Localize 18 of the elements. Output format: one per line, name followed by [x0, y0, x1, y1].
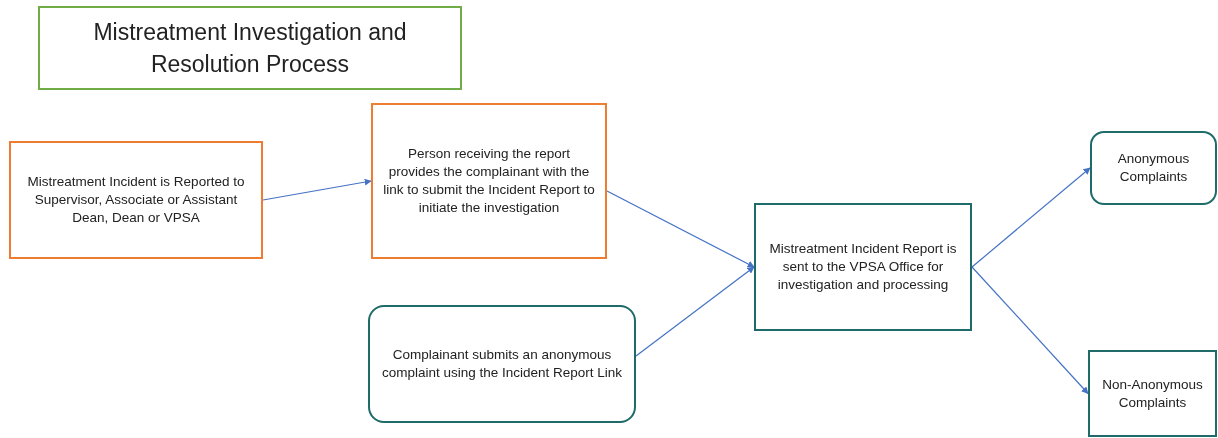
node-text: Non-Anonymous Complaints — [1101, 375, 1204, 412]
node-text: Anonymous Complaints — [1116, 150, 1191, 186]
process-box — [371, 103, 607, 259]
rounded-box — [1090, 131, 1217, 205]
node-text: Mistreatment Incident is Reported to Supervisor, Associate or Assistant Dean, Dean or VPSA — [26, 173, 246, 227]
process-box — [1088, 350, 1217, 437]
node-text: Person receiving the report provides the complainant with the link to submit the Incident Report to initiate the investigation — [382, 145, 596, 217]
node-text: Mistreatment Incident Report is sent to the VPSA Office for investigation and processing — [768, 240, 958, 294]
title-box: Mistreatment Investigation and Resolution Process — [38, 6, 462, 90]
process-box — [9, 141, 263, 259]
arrow — [971, 167, 1091, 268]
arrow — [971, 266, 1089, 395]
node-text: Complainant submits an anonymous complaint using the Incident Report Link — [380, 346, 624, 382]
rounded-box — [368, 305, 636, 423]
arrow — [606, 190, 755, 268]
process-box — [754, 203, 972, 331]
arrow — [262, 178, 372, 201]
arrow — [635, 266, 755, 357]
